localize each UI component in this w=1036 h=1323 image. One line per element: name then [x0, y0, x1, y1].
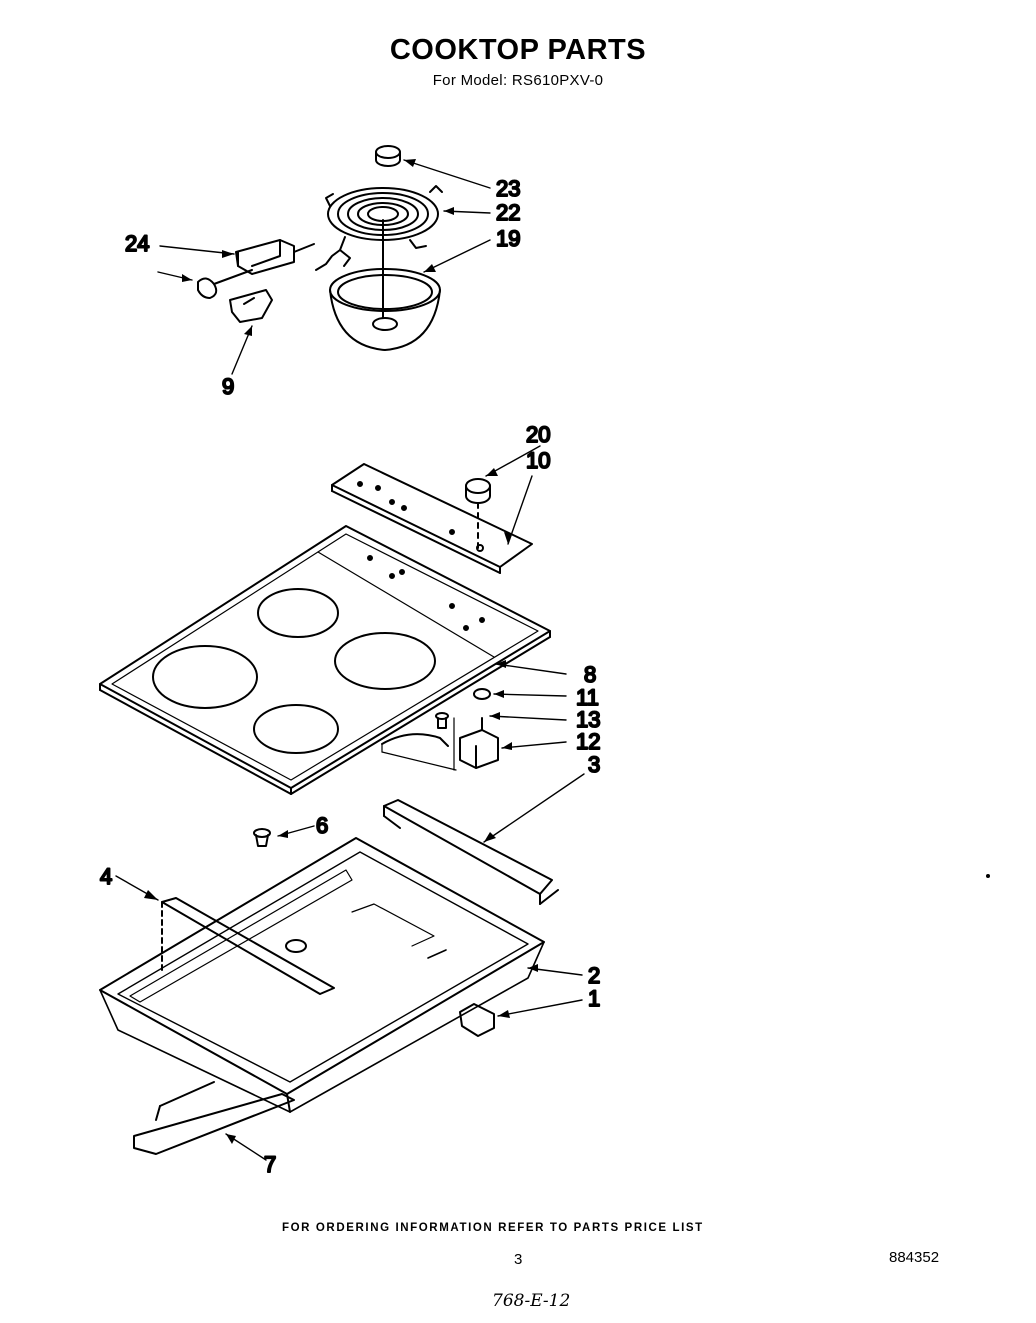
- part-13-screw: [435, 712, 449, 729]
- part-12-switch: [381, 717, 499, 771]
- part-7-bottom-channel: [133, 1081, 295, 1155]
- document-number: 884352: [889, 1249, 940, 1266]
- callout-21: 23: [496, 176, 520, 201]
- part-2-cooktop-box: [99, 837, 545, 1113]
- callout-10: 10: [526, 448, 550, 473]
- leader-lines: [115, 159, 585, 1161]
- callout-20: 22: [496, 200, 520, 225]
- part-24-clip: [197, 269, 253, 299]
- part-20-surface-element: [315, 185, 443, 319]
- handwritten-note: 768-E-12: [492, 1291, 571, 1311]
- callout-1: 1: [588, 986, 600, 1011]
- callout-13: 13: [576, 707, 600, 732]
- part-22-knob: [465, 478, 491, 551]
- part-8-cooktop: [99, 525, 551, 795]
- part-21-knob-cap: [375, 145, 401, 167]
- part-23-terminal-block: [235, 239, 315, 275]
- part-4-rear-bracket: [161, 897, 335, 995]
- callout-12: 12: [576, 729, 600, 754]
- callout-22: 20: [526, 422, 550, 447]
- callout-11: 11: [576, 685, 599, 710]
- model-subtitle: For Model: RS610PXV-0: [432, 72, 604, 89]
- ordering-note: FOR ORDERING INFORMATION REFER TO PARTS …: [282, 1222, 704, 1234]
- stray-dot: [986, 874, 990, 878]
- part-6-plug-button: [253, 828, 271, 847]
- callout-9: 9: [222, 374, 234, 399]
- part-3-side-channel: [383, 799, 559, 905]
- callout-7: 7: [264, 1152, 276, 1177]
- part-11-grommet: [473, 688, 491, 700]
- page-title: COOKTOP PARTS: [389, 34, 647, 66]
- part-1-front-channel: [459, 1003, 495, 1037]
- callout-23: 24: [125, 231, 149, 256]
- callout-4: 4: [100, 864, 112, 889]
- part-10-control-panel: [331, 463, 533, 574]
- callout-19: 19: [496, 226, 520, 251]
- callout-2: 2: [588, 963, 600, 988]
- page-number: 3: [514, 1251, 523, 1268]
- part-19-drip-bowl: [329, 268, 441, 351]
- part-9-bracket: [229, 289, 273, 323]
- callout-6: 6: [316, 813, 328, 838]
- callout-3: 3: [588, 752, 600, 777]
- leader-arrowheads: [144, 159, 538, 1144]
- callout-8: 8: [584, 662, 596, 687]
